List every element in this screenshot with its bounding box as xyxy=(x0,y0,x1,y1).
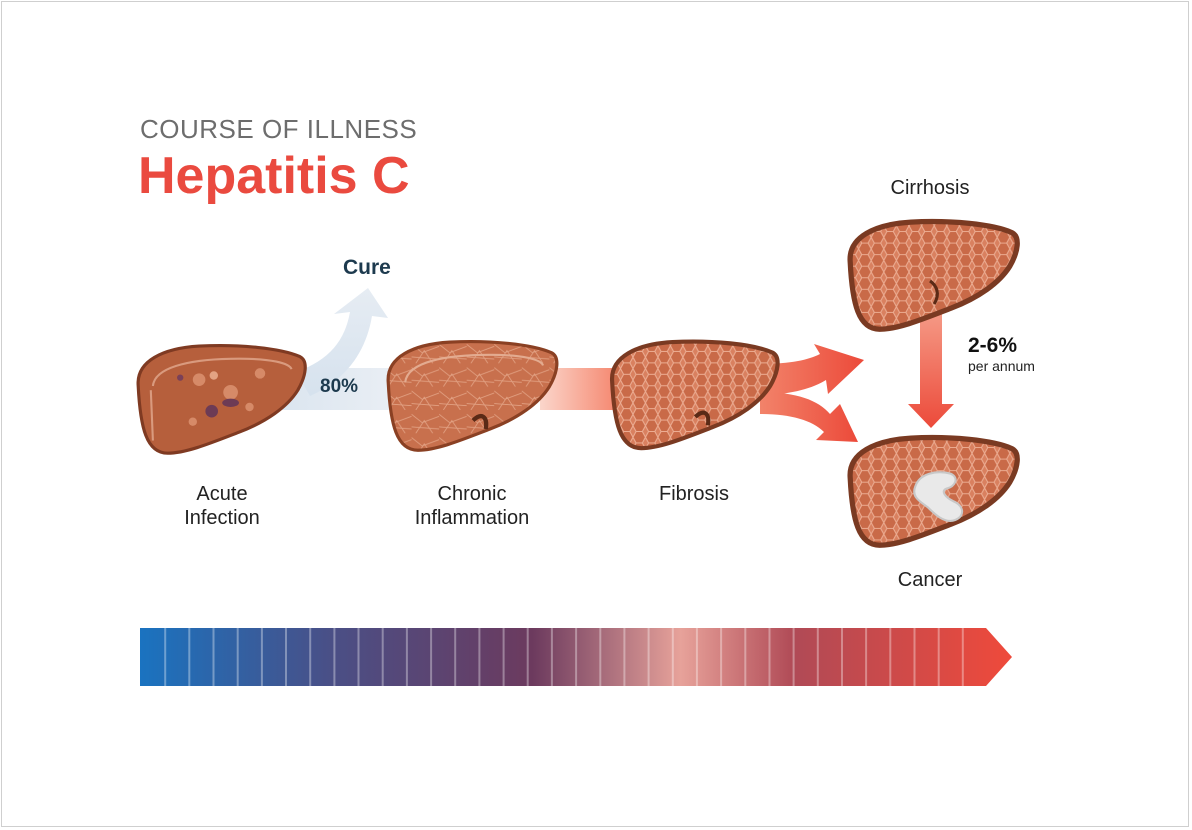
timeline-segment-divider xyxy=(430,628,433,686)
timeline-segment-divider xyxy=(502,628,505,686)
liver-acute-icon xyxy=(136,343,307,455)
timeline-segment-divider xyxy=(478,628,481,686)
timeline-segment-divider xyxy=(695,628,698,686)
chronic-label-line2: Inflammation xyxy=(414,507,530,529)
timeline-segment-divider xyxy=(333,628,336,686)
acute-label-line2: Infection xyxy=(184,507,260,529)
timeline-segment-divider xyxy=(792,628,795,686)
timeline-segment-divider xyxy=(550,628,553,686)
timeline-segment-divider xyxy=(623,628,626,686)
timeline-segment-divider xyxy=(744,628,747,686)
flow-fibrosis-to-cirrhosis-arrow-icon xyxy=(760,344,864,396)
fibrosis-label: Fibrosis xyxy=(658,483,729,505)
chronic-label-line1: Chronic xyxy=(437,483,507,505)
timeline-segment-divider xyxy=(164,628,167,686)
timeline-segment-divider xyxy=(720,628,723,686)
timeline-segment-divider xyxy=(816,628,819,686)
liver-cirrhosis-icon xyxy=(850,222,1017,330)
timeline-segment-divider xyxy=(526,628,529,686)
timeline-segment-divider xyxy=(454,628,457,686)
diagram-subtitle: COURSE OF ILLNESS xyxy=(140,114,418,144)
progression-rate: 2-6% xyxy=(968,334,1018,357)
timeline-segment-divider xyxy=(357,628,360,686)
liver-fibrosis-icon xyxy=(612,342,778,449)
timeline-segment-divider xyxy=(961,628,964,686)
flow-cirrhosis-to-cancer-arrow-icon xyxy=(908,312,954,428)
timeline-segment-divider xyxy=(381,628,384,686)
chronic-inflammation-label: Chronic Inflammation xyxy=(400,482,544,530)
cirrhosis-label: Cirrhosis xyxy=(890,177,970,199)
cure-percent: 80% xyxy=(320,376,359,397)
timeline-segment-divider xyxy=(405,628,408,686)
tumor-icon xyxy=(913,471,964,522)
timeline-segment-divider xyxy=(841,628,843,686)
liver-chronic-icon xyxy=(386,339,559,452)
timeline-segment-divider xyxy=(188,628,191,686)
timeline-segment-divider xyxy=(285,628,287,686)
acute-infection-label: Acute Infection xyxy=(172,482,272,530)
timeline-segment-divider xyxy=(913,628,916,686)
timeline-segment-divider xyxy=(768,628,771,686)
timeline-segment-divider xyxy=(889,628,892,686)
timeline-bar xyxy=(140,628,1012,686)
cancer-label: Cancer xyxy=(897,569,963,591)
timeline-segment-divider xyxy=(309,628,312,686)
acute-label-line1: Acute xyxy=(196,483,248,505)
timeline-segment-divider xyxy=(865,628,868,686)
flow-chronic-to-fibrosis xyxy=(540,368,630,410)
flow-fibrosis-to-cancer-arrow-icon xyxy=(760,392,858,442)
cure-label: Cure xyxy=(343,256,391,279)
timeline-segment-divider xyxy=(937,628,940,686)
cure-up-arrow-icon xyxy=(296,288,388,396)
timeline-segment-divider xyxy=(212,628,215,686)
progression-rate-unit: per annum xyxy=(968,358,1035,374)
timeline-segment-divider xyxy=(647,628,650,686)
timeline-segment-divider xyxy=(236,628,239,686)
diagram-title: Hepatitis C xyxy=(138,147,410,205)
timeline-segment-divider xyxy=(599,628,602,686)
liver-cancer-icon xyxy=(850,438,1017,546)
timeline-segment-divider xyxy=(671,628,674,686)
timeline-segment-divider xyxy=(575,628,578,686)
timeline-segment-divider xyxy=(260,628,263,686)
